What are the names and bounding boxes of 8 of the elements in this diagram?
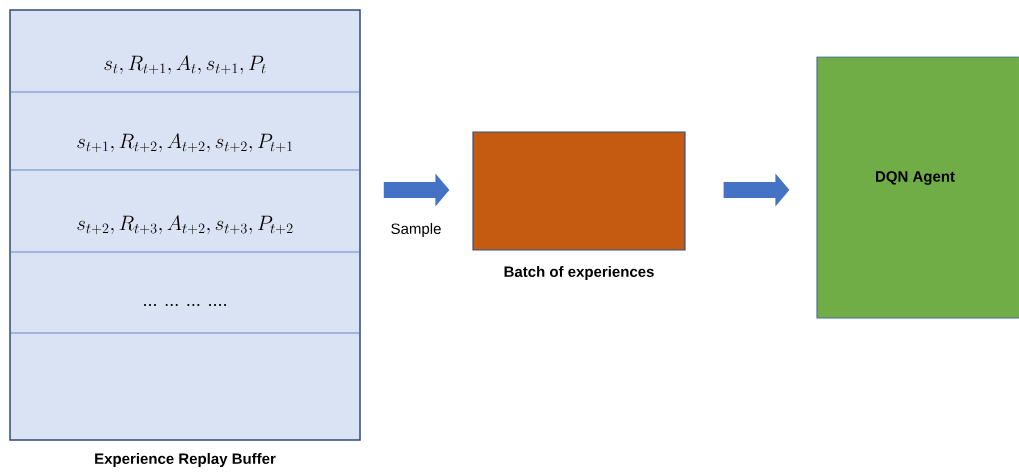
buffer-row: ... ... ... .... [144, 304, 226, 306]
edge-label: Sample [389, 222, 443, 238]
box-caption: Batch of experiences [504, 266, 654, 280]
buffer-row: $s_{t+2}, R_{t+3}, A_{t+2}, s_{t+3}, P_{t+2}$ [77, 215, 293, 235]
buffer-row: $s_t, R_{t+1}, A_t, s_{t+1}, P_t$ [104, 55, 266, 75]
agent-box: DQN Agent [816, 56, 1019, 319]
buffer-row: $s_{t+1}, R_{t+2}, A_{t+2}, s_{t+2}, P_{t+1}$ [77, 133, 292, 153]
box-caption: Experience Replay Buffer [95, 453, 276, 467]
